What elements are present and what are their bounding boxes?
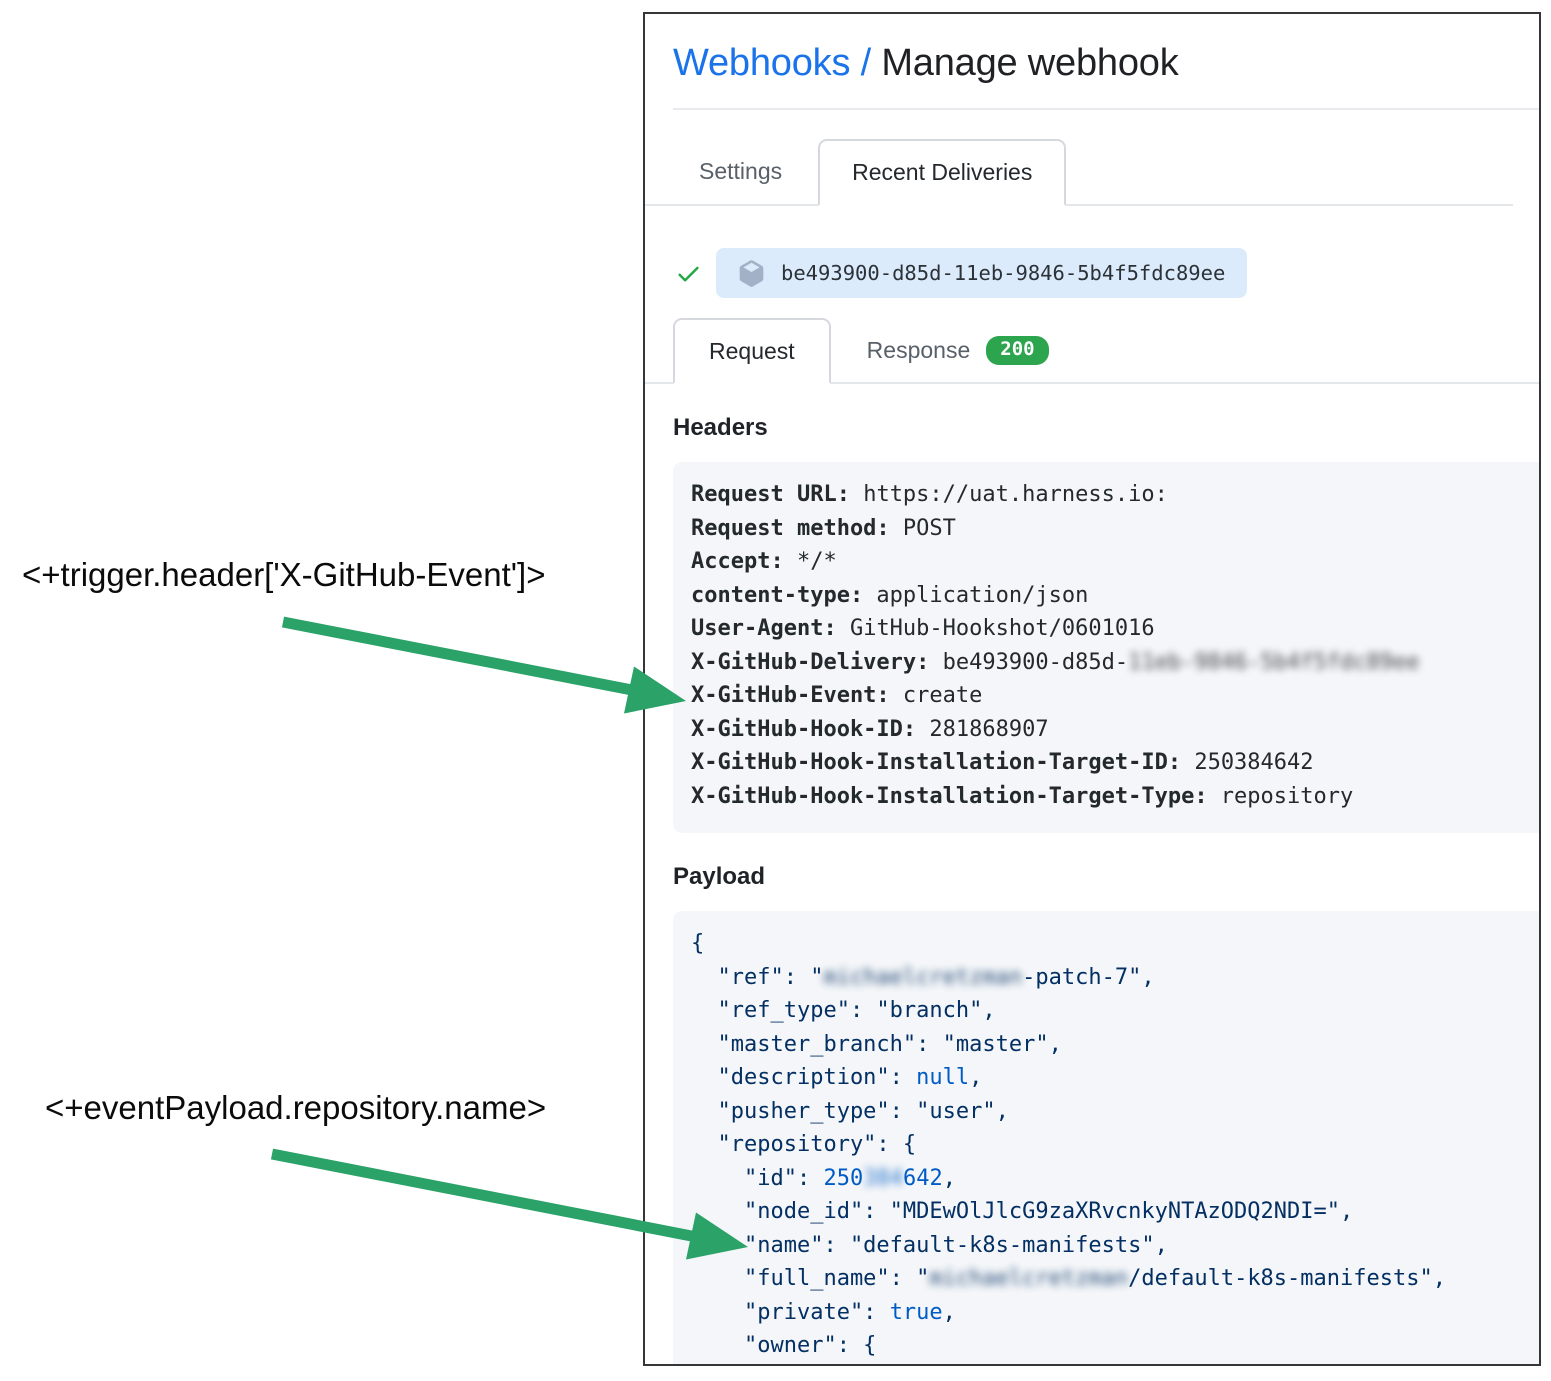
webhook-panel: Webhooks / Manage webhook Settings Recen…: [643, 12, 1541, 1366]
delivery-item[interactable]: be493900-d85d-11eb-9846-5b4f5fdc89ee: [716, 248, 1248, 298]
delivery-guid: be493900-d85d-11eb-9846-5b4f5fdc89ee: [781, 261, 1226, 285]
tab-request[interactable]: Request: [673, 318, 831, 384]
payload-code-block: { "ref": "michaelcretzman-patch-7", "ref…: [673, 911, 1539, 1364]
package-icon: [739, 259, 764, 287]
annotation-trigger-header: <+trigger.header['X-GitHub-Event']>: [22, 556, 546, 593]
tab-response[interactable]: Response 200: [867, 318, 1049, 382]
webhooks-breadcrumb-link[interactable]: Webhooks /: [673, 42, 871, 84]
response-status-badge: 200: [986, 335, 1049, 365]
page-title-rest: Manage webhook: [870, 42, 1179, 84]
page-title: Webhooks / Manage webhook: [673, 41, 1539, 85]
annotation-event-payload: <+eventPayload.repository.name>: [45, 1089, 547, 1126]
check-icon: [678, 266, 699, 282]
arrow-to-x-github-event-icon: [281, 616, 686, 714]
payload-heading: Payload: [673, 863, 766, 890]
title-divider: [673, 108, 1539, 110]
delivery-row: be493900-d85d-11eb-9846-5b4f5fdc89ee: [675, 248, 1539, 298]
tab-response-label: Response: [866, 336, 971, 363]
tab-recent-deliveries[interactable]: Recent Deliveries: [818, 139, 1067, 206]
delivery-detail-tabs: Request Response 200: [645, 318, 1539, 384]
webhook-tabs: Settings Recent Deliveries: [645, 139, 1513, 206]
headers-code-block: Request URL: https://uat.harness.io:Requ…: [673, 462, 1539, 833]
tab-settings[interactable]: Settings: [699, 158, 783, 184]
headers-heading: Headers: [673, 414, 768, 441]
